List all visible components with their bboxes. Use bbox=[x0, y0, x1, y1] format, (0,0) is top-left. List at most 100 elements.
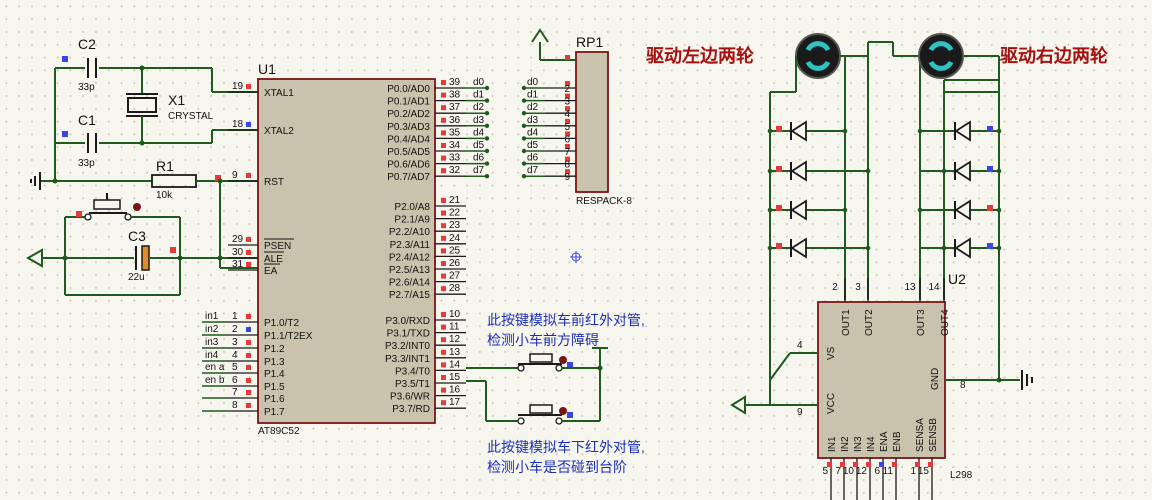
u1-pin-5[interactable]: 5P1.4en a bbox=[202, 362, 285, 380]
oscillator-circuit: C2 33p C1 33p X1 CRYSTAL bbox=[25, 36, 258, 296]
u2-pin-label: OUT2 bbox=[864, 309, 875, 336]
u1-pin-label: P2.4/A12 bbox=[389, 252, 431, 263]
rp1-net-label: d1 bbox=[527, 90, 539, 101]
u1-pin-number: 15 bbox=[449, 372, 461, 383]
rp1-pin-3[interactable]: d13 bbox=[521, 90, 576, 108]
u1-pin-number: 24 bbox=[449, 233, 461, 244]
u1-p0-net-label: d1 bbox=[473, 90, 485, 101]
button1-note-line2: 检测小车前方障碍 bbox=[487, 332, 599, 348]
u1-pin-number: 32 bbox=[449, 165, 461, 176]
x1-ref: X1 bbox=[168, 92, 185, 108]
u1-pin-label: P0.2/AD2 bbox=[387, 109, 430, 120]
u1-pin-number: 5 bbox=[232, 362, 238, 373]
rp1-pin-9[interactable]: d79 bbox=[521, 165, 576, 183]
u1-p0-net-label: d4 bbox=[473, 127, 485, 138]
rp1-pin-5[interactable]: d35 bbox=[521, 115, 576, 133]
u1-ref: U1 bbox=[258, 61, 276, 77]
u1-pin-8[interactable]: 8P1.7 bbox=[202, 400, 285, 418]
rp1-pin-4[interactable]: d24 bbox=[521, 102, 576, 120]
u1-p0-net-label: d6 bbox=[473, 153, 485, 164]
button1-note-line1: 此按键模拟车前红外对管, bbox=[487, 312, 645, 328]
rp1-net-label: d6 bbox=[527, 153, 539, 164]
u2-pin-label: ENA bbox=[879, 431, 890, 452]
u1-pin-number: 39 bbox=[449, 77, 461, 88]
u1-part: AT89C52 bbox=[258, 426, 300, 437]
rp1-pin-number: 8 bbox=[564, 160, 570, 171]
u1-pin-number: 17 bbox=[449, 397, 461, 408]
rp1-pin-number: 6 bbox=[564, 134, 570, 145]
u1-pin-label: P1.2 bbox=[264, 344, 285, 355]
u2-pin-11[interactable]: 11 ENB bbox=[883, 431, 903, 500]
u2-pin-number: 2 bbox=[832, 282, 838, 293]
u1-pin-number: 4 bbox=[232, 350, 238, 361]
rp1-pin-6[interactable]: d46 bbox=[521, 127, 576, 145]
u1-pin-label: P0.0/AD0 bbox=[387, 84, 430, 95]
u1-pin-label: P0.1/AD1 bbox=[387, 97, 430, 108]
sensor-buttons[interactable] bbox=[466, 347, 608, 425]
rp1-pin-2[interactable]: d02 bbox=[521, 77, 576, 95]
u1-pin-7[interactable]: 7P1.6 bbox=[202, 387, 285, 405]
rp1-pin-8[interactable]: d6 8 bbox=[521, 153, 576, 171]
u2-pin-label: IN3 bbox=[853, 436, 864, 452]
u1-pin-label: RST bbox=[264, 177, 284, 188]
u2-pin-label: ENB bbox=[892, 431, 903, 452]
u1-pin-number: 6 bbox=[232, 375, 238, 386]
u1-pin-6[interactable]: 6P1.5en b bbox=[202, 375, 285, 393]
u2-pin-label: IN2 bbox=[840, 436, 851, 452]
c1-value: 33p bbox=[78, 158, 95, 169]
u1-pin-number: 19 bbox=[232, 81, 244, 92]
rp1-pin-7[interactable]: d57 bbox=[521, 140, 576, 158]
u1-p1-net-label: in1 bbox=[205, 311, 219, 322]
u2-pin-number: 11 bbox=[883, 466, 894, 477]
